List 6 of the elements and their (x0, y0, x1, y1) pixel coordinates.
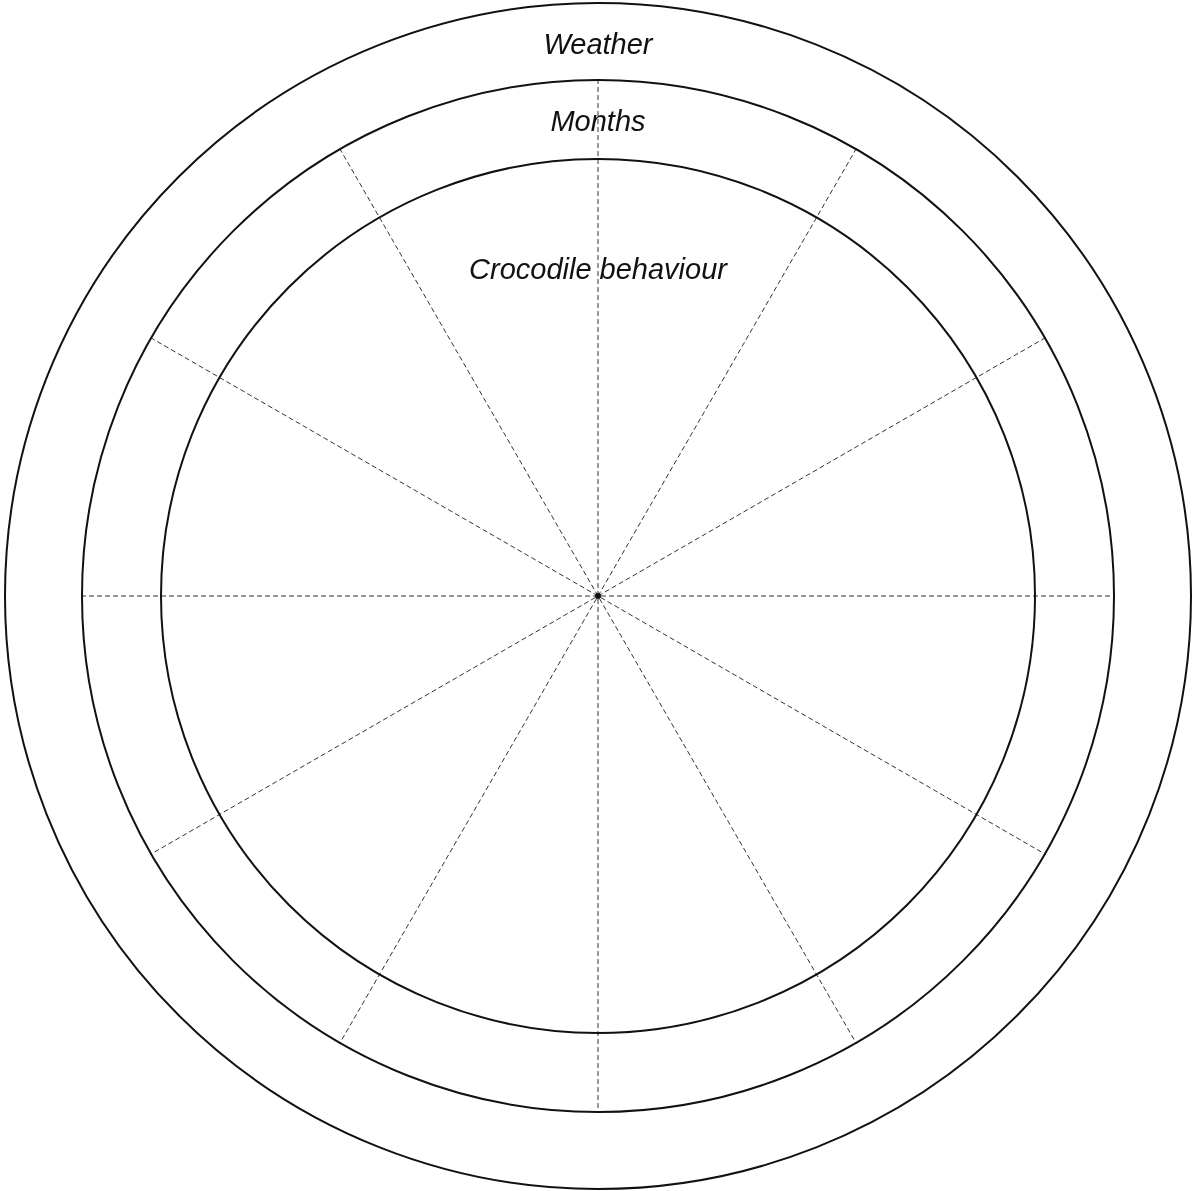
ring-label: Weather (543, 28, 653, 60)
ring (81, 79, 1115, 1113)
ring-label: Months (550, 105, 646, 137)
ring (4, 2, 1192, 1190)
ring-label: Crocodile behaviour (469, 253, 727, 285)
ring (160, 158, 1036, 1034)
